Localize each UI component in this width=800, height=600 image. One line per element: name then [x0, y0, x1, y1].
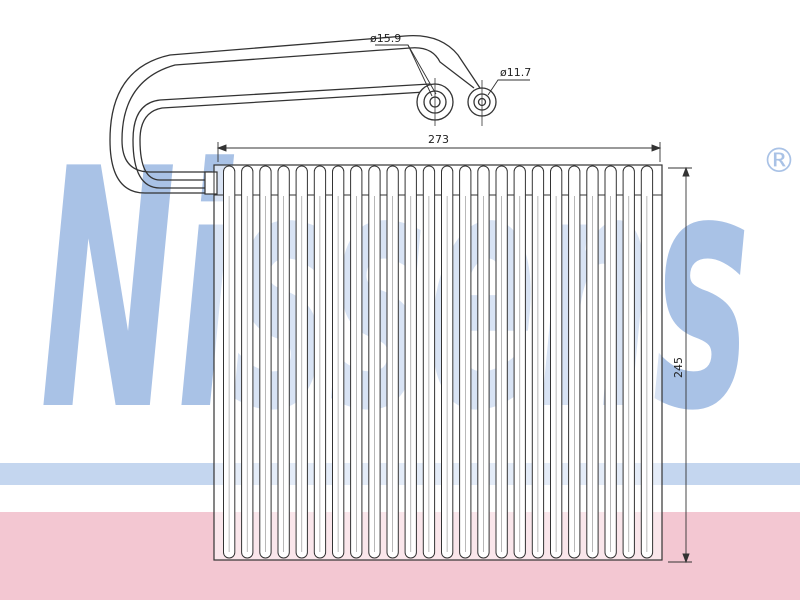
- refrigerant-pipes: [109, 34, 481, 194]
- width-dimension-label: 273: [428, 133, 449, 146]
- diameter-leaders: [375, 44, 530, 97]
- top-header: [213, 164, 663, 196]
- outlet-diameter-label: ø11.7: [500, 66, 531, 79]
- inlet-diameter-label: ø15.9: [370, 32, 401, 45]
- evaporator-fins: [223, 165, 654, 559]
- width-dimension: [216, 142, 662, 162]
- height-dimension: [668, 166, 692, 564]
- height-dimension-label: 245: [672, 357, 685, 378]
- inlet-stub: [204, 171, 218, 195]
- registered-mark: ®: [762, 141, 796, 181]
